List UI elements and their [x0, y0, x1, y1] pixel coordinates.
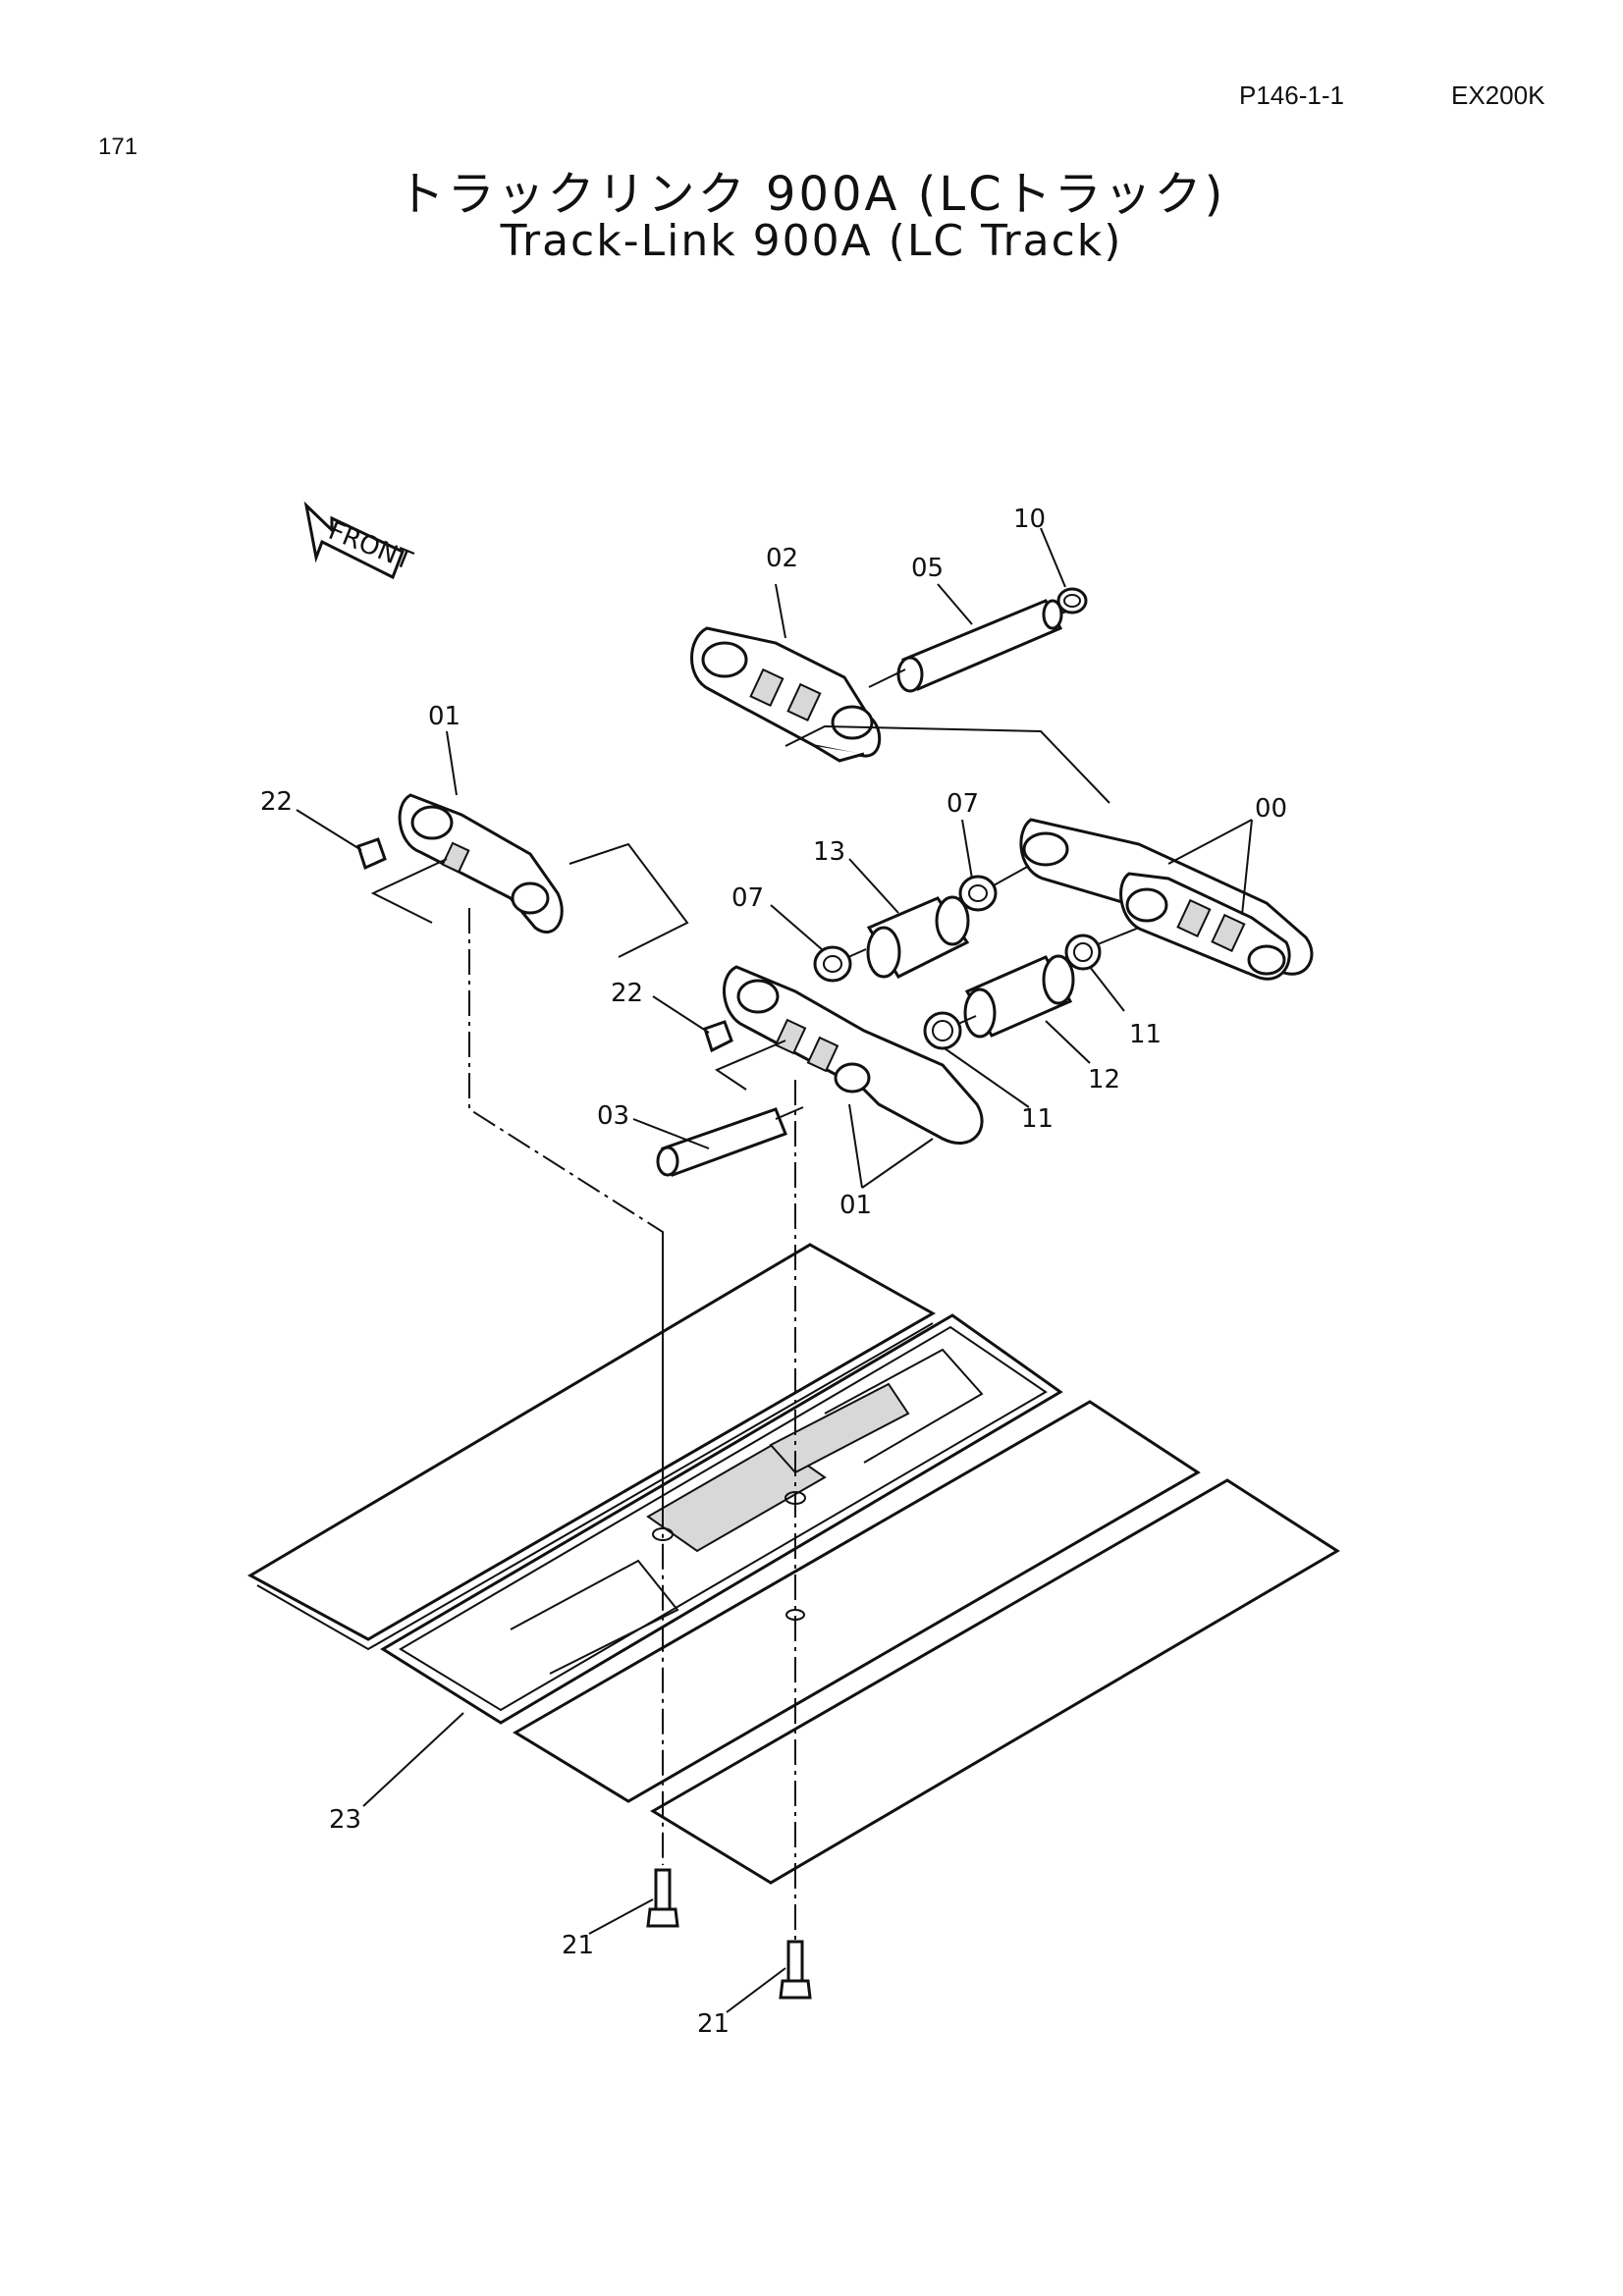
- part-07-spacer-left: [813, 945, 852, 983]
- callout-02: 02: [766, 544, 798, 573]
- callout-23: 23: [329, 1805, 361, 1835]
- callout-03: 03: [597, 1101, 629, 1131]
- leader-lines: [296, 527, 1253, 2013]
- page-code: P146-1-1: [1239, 80, 1344, 110]
- page-number: 171: [98, 133, 138, 160]
- callout-22-top: 22: [260, 787, 293, 817]
- callout-11-right: 11: [1129, 1020, 1162, 1049]
- part-21-bolt-left: [646, 1868, 679, 1928]
- part-07-spacer-right: [958, 875, 998, 912]
- track-shoe-plate-left: [246, 1243, 937, 1651]
- alignment-lines-lower: [468, 908, 805, 1953]
- callout-22-mid: 22: [611, 979, 643, 1008]
- part-22-nut-upper: [356, 837, 387, 871]
- part-22-nut-middle: [703, 1020, 733, 1053]
- callout-00: 00: [1255, 794, 1287, 824]
- part-03-pin: [656, 1107, 787, 1177]
- part-02-link: [690, 626, 882, 763]
- callout-21-right: 21: [697, 2009, 730, 2039]
- part-05-pin: [896, 599, 1076, 693]
- part-21-bolt-right: [779, 1940, 812, 2000]
- part-13-bushing: [866, 895, 970, 979]
- callout-11-left: 11: [1021, 1104, 1054, 1134]
- callout-10: 10: [1013, 505, 1046, 534]
- part-12-bushing: [963, 954, 1075, 1039]
- callout-05: 05: [911, 554, 944, 583]
- part-11-seal-left: [923, 1011, 962, 1050]
- part-23-track-shoe: [380, 1313, 1063, 1725]
- callout-07-left: 07: [731, 883, 764, 913]
- title-english: Track-Link 900A (LC Track): [500, 216, 1123, 266]
- front-arrow: FRONT: [303, 501, 416, 580]
- part-11-seal-right: [1064, 934, 1102, 971]
- part-01-link-lower: [714, 965, 984, 1146]
- callout-01-bottom: 01: [839, 1191, 872, 1220]
- callout-01-top: 01: [428, 702, 460, 731]
- alignment-lines-upper: [568, 668, 1140, 1120]
- track-shoe-plate-middle: [513, 1400, 1201, 1803]
- part-01-link-upper: [370, 793, 564, 934]
- track-shoe-plate-right: [650, 1478, 1340, 1885]
- callouts: 10 02 05 01 22 07 00 13 07 22 11 12 11 0…: [260, 505, 1287, 2039]
- title-japanese: トラックリンク 900A (LCトラック): [397, 167, 1226, 222]
- callout-12: 12: [1088, 1065, 1120, 1095]
- callout-13: 13: [813, 837, 845, 867]
- part-10-snap-ring: [1056, 587, 1088, 614]
- model-code: EX200K: [1451, 80, 1545, 110]
- part-00-link-assembly: [1019, 818, 1314, 981]
- callout-07-right: 07: [947, 789, 979, 819]
- callout-21-left: 21: [562, 1931, 594, 1960]
